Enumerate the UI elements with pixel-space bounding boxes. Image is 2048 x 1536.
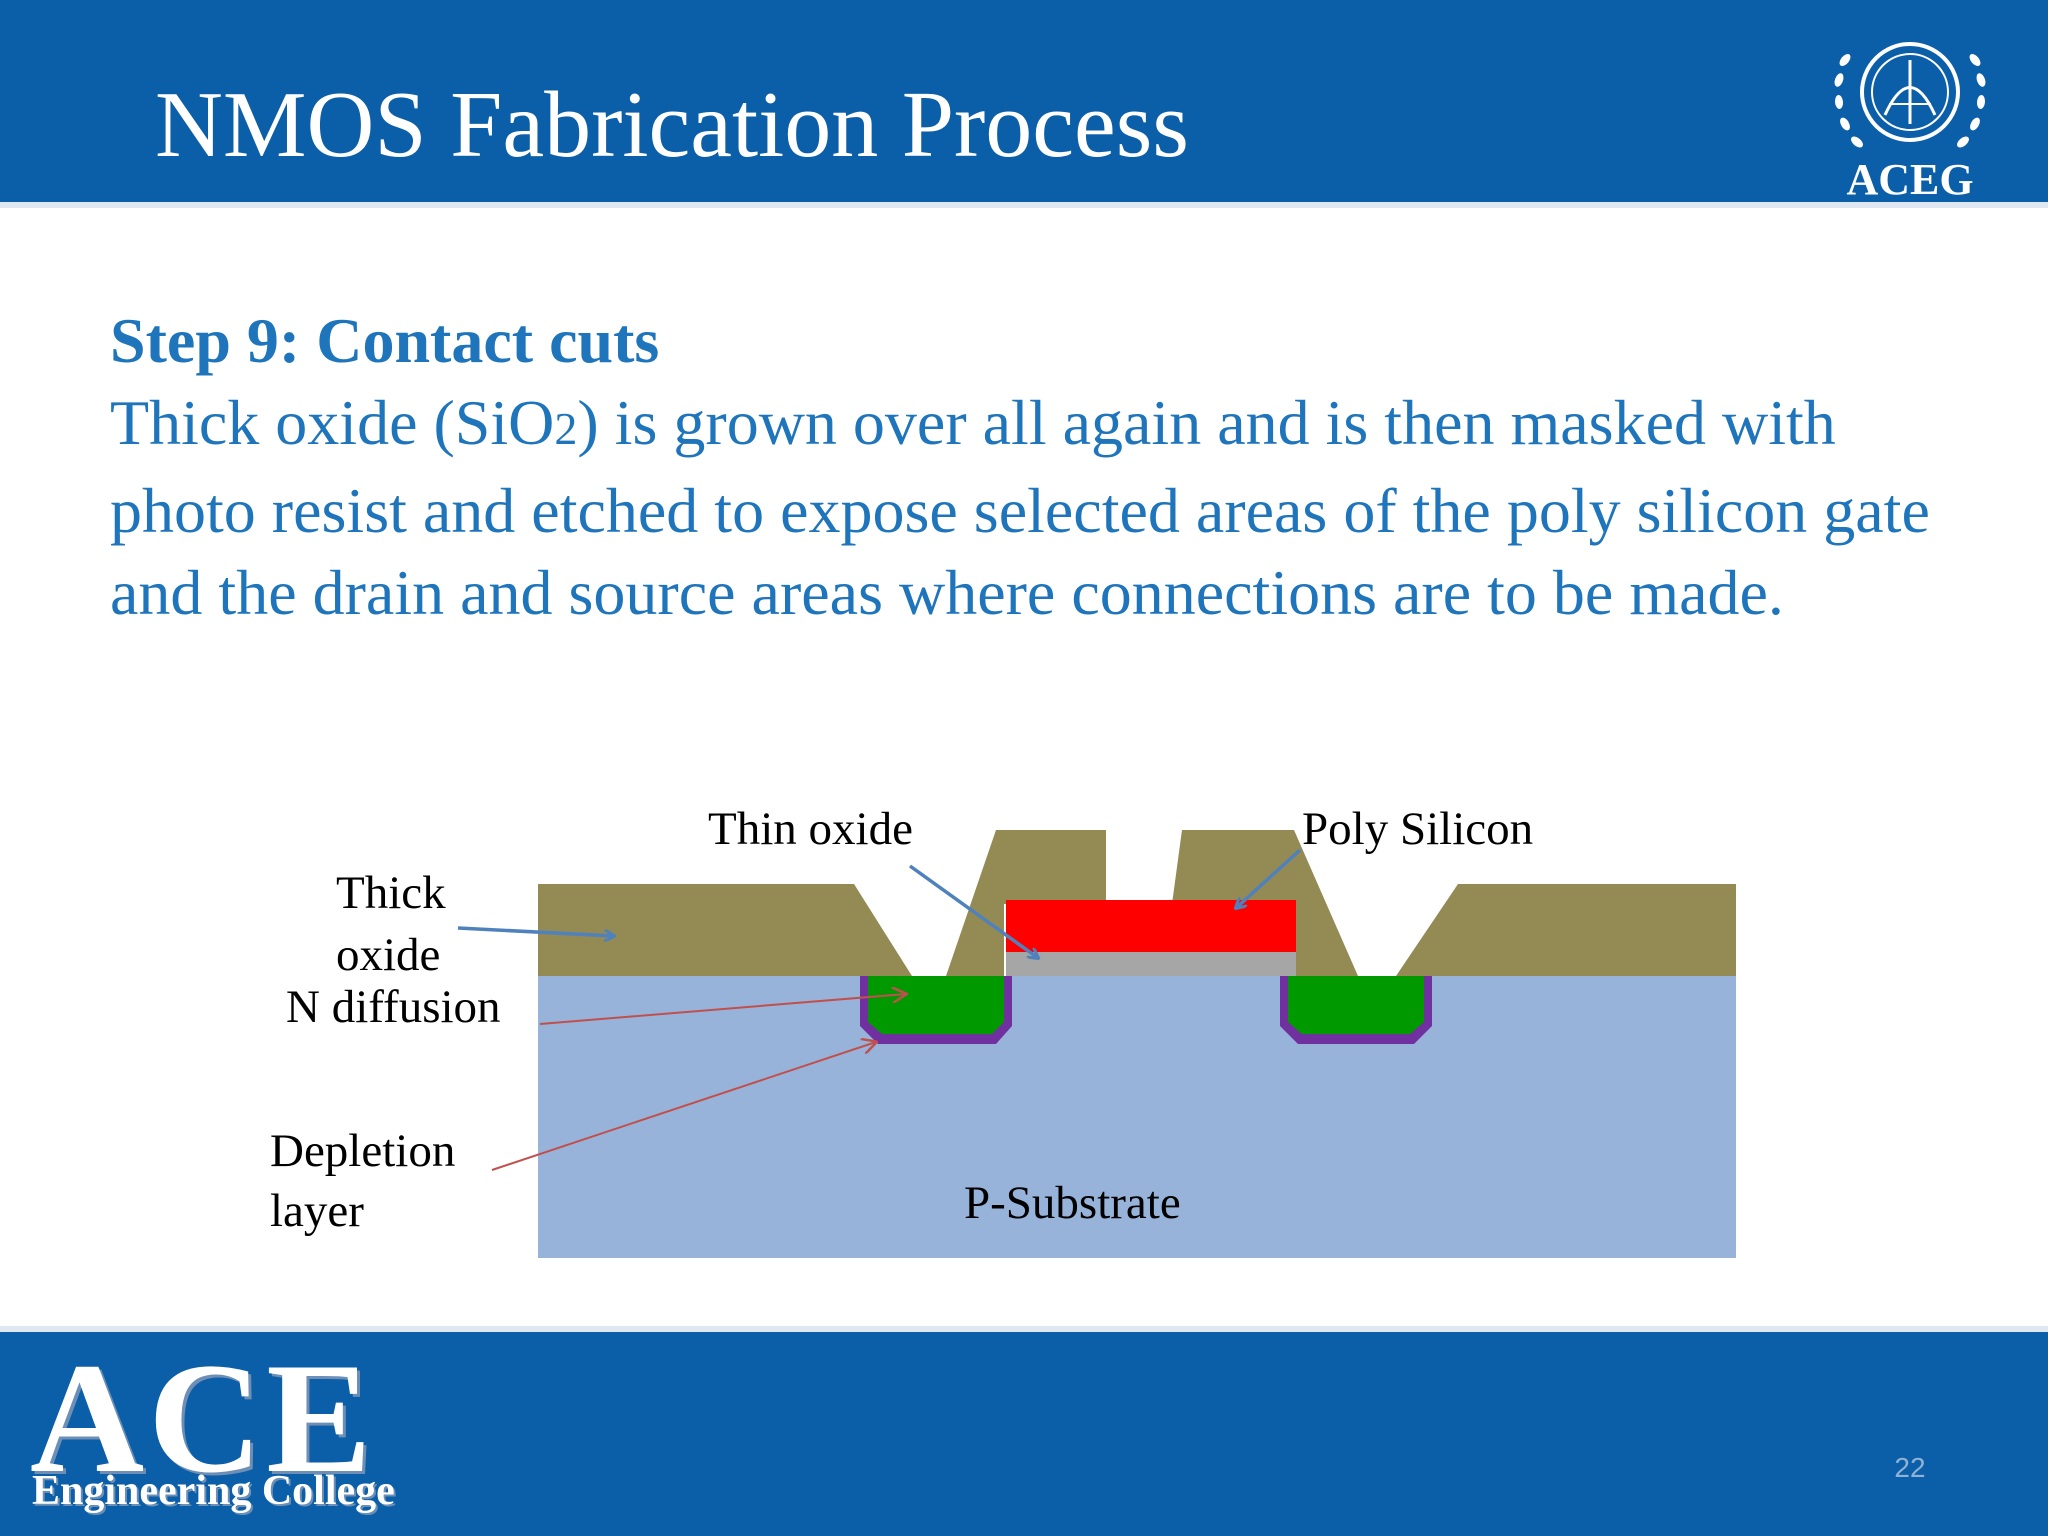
label-depletion-line1: Depletion <box>270 1125 456 1177</box>
slide-title: NMOS Fabrication Process <box>155 73 1189 177</box>
label-n-diffusion: N diffusion <box>286 981 501 1033</box>
footer-college-name: Engineering College <box>32 1468 395 1514</box>
thick-oxide-right <box>1396 884 1736 976</box>
footer-college-logo: ACE <box>30 1331 376 1506</box>
footer-bar <box>0 1326 2048 1536</box>
n-diffusion-right <box>1288 976 1424 1034</box>
poly-silicon-gate <box>1006 900 1296 952</box>
slide-body: Step 9: Contact cuts Thick oxide (SiO2) … <box>110 300 1950 634</box>
header-bar <box>0 0 2048 208</box>
depletion-arrow <box>491 1042 876 1171</box>
step-description: Thick oxide (SiO2) is grown over all aga… <box>110 382 1950 634</box>
college-emblem-icon <box>1834 42 1986 148</box>
page-number: 22 <box>1894 1452 1926 1483</box>
thin-oxide-layer <box>1006 952 1296 976</box>
thick-oxide-left <box>538 884 912 976</box>
thin-oxide-arrow <box>908 864 1038 958</box>
label-thick-oxide-line2: oxide <box>336 929 441 981</box>
p-substrate <box>538 976 1736 1258</box>
thick-oxide-arrow <box>457 926 614 936</box>
description-part-2: ) is grown over all again and is then ma… <box>110 387 1930 628</box>
poly-silicon-arrow <box>1236 848 1302 908</box>
step-heading: Step 9: Contact cuts <box>110 305 660 376</box>
n-diffusion-arrow <box>539 994 906 1025</box>
label-poly-silicon: Poly Silicon <box>1302 803 1534 855</box>
label-thin-oxide: Thin oxide <box>708 803 913 855</box>
label-thick-oxide-line1: Thick <box>336 867 446 919</box>
n-diffusion-left <box>868 976 1004 1034</box>
description-part-1: Thick oxide (SiO <box>110 387 555 458</box>
label-depletion-line2: layer <box>270 1185 364 1237</box>
label-p-substrate: P-Substrate <box>964 1177 1181 1229</box>
college-logo-text: ACEG <box>1846 155 1974 204</box>
subscript-text: 2 <box>554 403 578 454</box>
